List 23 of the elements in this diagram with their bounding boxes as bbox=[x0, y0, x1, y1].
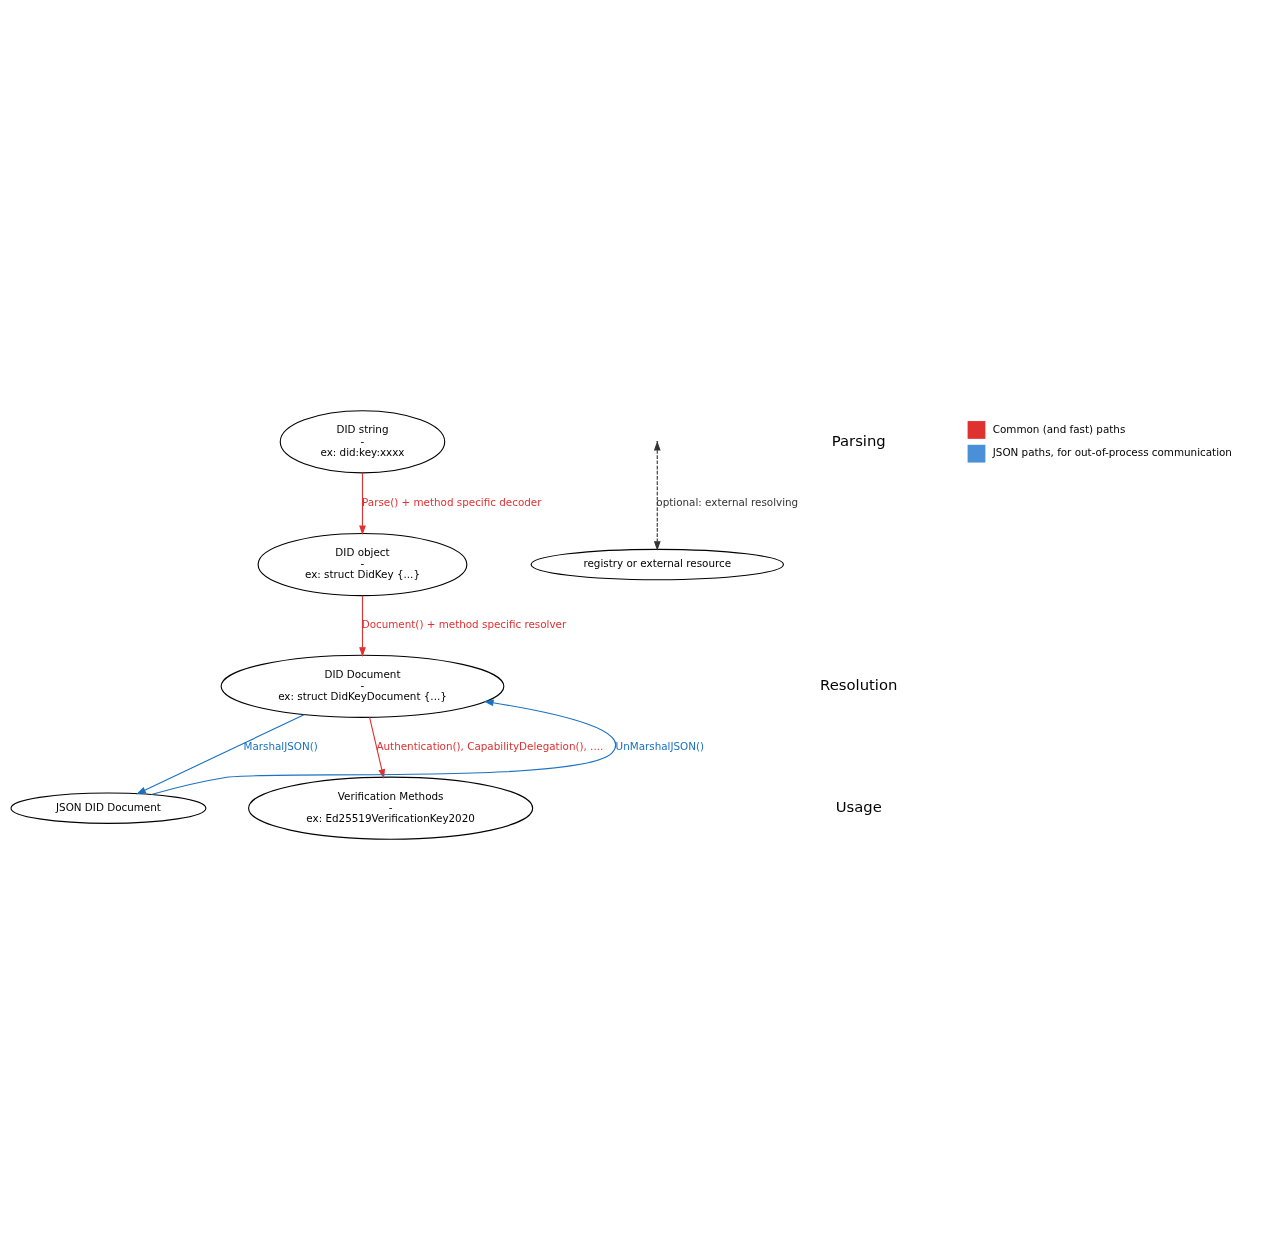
node-ellipse: DID string - ex: did:key:xxxx bbox=[279, 410, 446, 474]
label: Usage bbox=[835, 797, 882, 815]
arrow bbox=[150, 699, 616, 795]
arrow bbox=[369, 716, 386, 779]
edge-label: Document() + method specific resolver bbox=[361, 618, 567, 631]
edge-label: MarshalJSON() bbox=[243, 739, 318, 752]
arrow bbox=[653, 440, 661, 551]
edge-label: Authentication(), CapabilityDelegation(), .... bbox=[376, 739, 604, 752]
edge-label: UnMarshalJSON() bbox=[615, 739, 705, 752]
arrow bbox=[359, 472, 366, 536]
arrow bbox=[136, 714, 306, 795]
node-ellipse: DID object - ex: struct DidKey {...} bbox=[257, 532, 468, 597]
legend-label: JSON paths, for out-of-process communication bbox=[992, 446, 1232, 459]
arrow bbox=[359, 595, 366, 657]
legend-label: Common (and fast) paths bbox=[992, 422, 1126, 435]
edge-label: Parse() + method specific decoder bbox=[362, 496, 542, 509]
node-ellipse: DID Document - ex: struct DidKeyDocument {...} bbox=[220, 654, 505, 718]
node-ellipse: Verification Methods - ex: Ed25519VerificationKey2020 bbox=[248, 776, 534, 840]
label: Parsing bbox=[831, 431, 886, 449]
node-ellipse: registry or external resource bbox=[530, 548, 784, 581]
node-ellipse: JSON DID Document bbox=[10, 792, 207, 824]
label: Resolution bbox=[820, 676, 898, 694]
edge-label: optional: external resolving bbox=[656, 496, 799, 509]
